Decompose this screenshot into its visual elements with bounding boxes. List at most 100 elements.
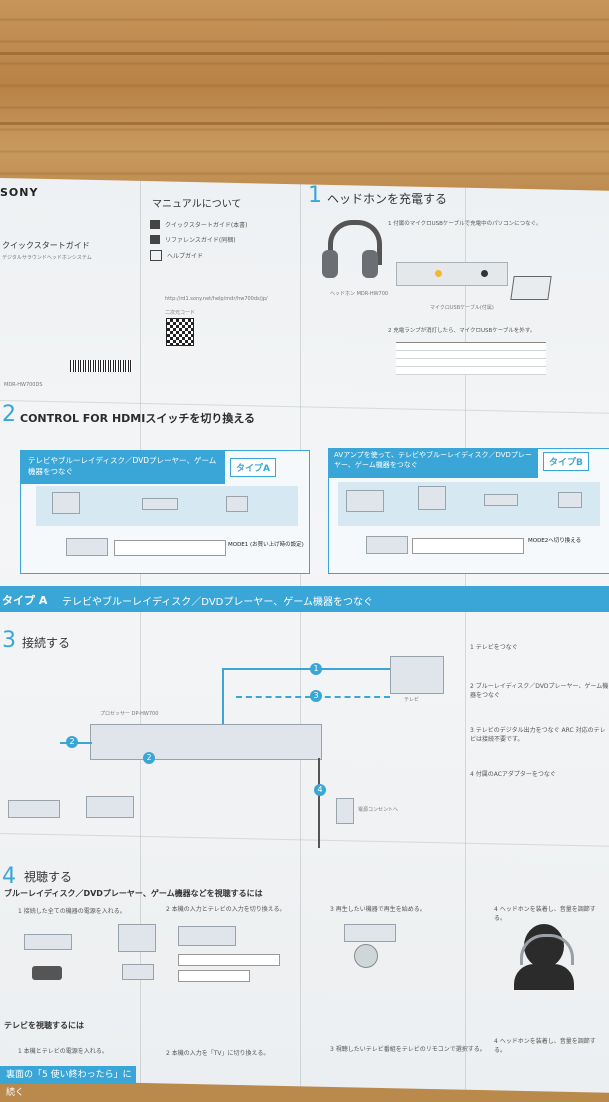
laptop-icon	[510, 276, 552, 300]
led-off-icon	[481, 270, 488, 277]
hdmi-cable-line	[222, 668, 224, 738]
section3-number: 3	[2, 628, 16, 653]
manual-item: クイックスタートガイド(本書)	[165, 222, 248, 229]
doc-subtitle: デジタルサラウンドヘッドホンシステム	[2, 255, 92, 261]
connection-legend: 1 テレビをつなぐ 2 ブルーレイディスク／DVDプレーヤー、ゲーム機器をつなぐ…	[470, 642, 609, 778]
section3-title: 接続する	[22, 636, 71, 650]
manual-heading: マニュアルについて	[152, 199, 242, 210]
typeB-badge: タイプB	[543, 452, 589, 471]
bluray-player-icon	[484, 494, 518, 506]
section4-title: 視聴する	[24, 870, 73, 884]
step-marker: 3	[310, 690, 322, 702]
connection-diagram: テレビ 1 3 プロセッサー DP-HW700 2 2 4 電源コンセントへ	[0, 650, 470, 855]
typeA-header: テレビやブルーレイディスク／DVDプレーヤー、ゲーム機器をつなぐ	[20, 450, 225, 484]
tv-watch-step: 1 本機とテレビの電源を入れる。	[18, 1048, 108, 1055]
person-with-headphones-illustration	[510, 924, 600, 990]
section1-title: ヘッドホンを充電する	[327, 192, 448, 206]
manual-item: ヘルプガイド	[167, 253, 204, 260]
brand-logo: SONY	[0, 186, 39, 199]
typeA-badge: タイプA	[230, 458, 276, 477]
step-marker: 1	[310, 663, 322, 675]
step-marker: 4	[314, 784, 326, 796]
help-url: http://rd1.sony.net/help/mdr/hw700ds/jp/	[165, 296, 268, 302]
doc-title: クイックスタートガイド	[2, 241, 90, 250]
typeA-devices	[36, 486, 298, 526]
legend-item: 4 付属のACアダプターをつなぐ	[470, 771, 556, 778]
watch-illustration-2	[168, 920, 318, 990]
section4-subtitle: ブルーレイディスク／DVDプレーヤー、ゲーム機器などを視聴するには	[4, 889, 263, 898]
input-selector	[178, 954, 280, 966]
led-on-icon	[435, 270, 442, 277]
section1-number: 1	[308, 183, 322, 208]
processor-icon	[66, 538, 108, 556]
typeB-header: AVアンプを使って、テレビやブルーレイディスク／DVDプレーヤー、ゲーム機器をつ…	[328, 448, 538, 478]
barcode	[70, 360, 132, 372]
tv-icon	[118, 924, 156, 952]
book-icon	[150, 220, 160, 229]
qr-label: 二次元コード	[165, 310, 196, 316]
game-console-icon	[226, 496, 248, 512]
tv-icon	[418, 486, 446, 510]
typeA-band-badge: タイプ A	[2, 594, 48, 607]
typeA-band-text: テレビやブルーレイディスク／DVDプレーヤー、ゲーム機器をつなぐ	[62, 597, 373, 608]
bluray-player-icon	[344, 924, 396, 942]
input-selector	[178, 970, 250, 982]
tv-label: テレビ	[404, 697, 420, 703]
tv-icon	[52, 492, 80, 514]
watch-step: 3 再生したい機器で再生を始める。	[330, 906, 426, 913]
typeA-band: タイプ A テレビやブルーレイディスク／DVDプレーヤー、ゲーム機器をつなぐ	[0, 586, 609, 612]
hdmi-cable-line	[222, 668, 390, 670]
ac-cable-line	[318, 758, 320, 848]
game-console-icon	[558, 492, 582, 508]
watch-step: 1 接続した全ての機器の電源を入れる。	[18, 908, 126, 915]
headphones-icon	[520, 934, 574, 965]
step-marker: 2	[143, 752, 155, 764]
section4-number: 4	[2, 864, 16, 889]
manual-item: リファレンスガイド(同梱)	[165, 237, 236, 244]
model-code: MDR-HW700DS	[4, 382, 43, 388]
section1-step2: 2 充電ランプが消灯したら、マイクロUSBケーブルを外す。	[388, 328, 536, 334]
section1-step1: 1 付属のマイクロUSBケーブルで充電中のパソコンにつなぐ。	[388, 221, 542, 227]
switch-graphic	[114, 540, 226, 556]
qr-code-icon	[166, 318, 194, 346]
step-marker: 2	[66, 736, 78, 748]
headphones-label: ヘッドホン MDR-HW700	[330, 291, 389, 297]
watch-illustration-3	[334, 920, 484, 990]
processor-icon	[366, 536, 408, 554]
game-console-icon	[122, 964, 154, 980]
mode2-label: MODE2へ切り換える	[528, 538, 582, 544]
usb-cable-label: マイクロUSBケーブル(付属)	[430, 305, 494, 311]
power-button-icon	[32, 966, 62, 980]
typeB-switch-row: MODE2へ切り換える	[338, 532, 600, 562]
legend-item: 2 ブルーレイディスク／DVDプレーヤー、ゲーム機器をつなぐ	[470, 683, 609, 699]
game-console-icon	[86, 796, 134, 818]
bluray-player-icon	[142, 498, 178, 510]
continue-to-back-note: 裏面の「5 使い終わったら」に続く	[0, 1066, 136, 1098]
section2-title: CONTROL FOR HDMIスイッチを切り換える	[20, 412, 256, 425]
web-icon	[150, 250, 162, 261]
switch-graphic	[412, 538, 524, 554]
disc-icon	[354, 944, 378, 968]
bluray-player-icon	[8, 800, 60, 818]
headphones-illustration	[322, 220, 382, 282]
charge-indicator	[396, 262, 508, 286]
tv-watch-heading: テレビを視聴するには	[4, 1021, 84, 1030]
processor-icon	[178, 926, 236, 946]
typeB-header-text: AVアンプを使って、テレビやブルーレイディスク／DVDプレーヤー、ゲーム機器をつ…	[334, 451, 532, 469]
tv-icon	[390, 656, 444, 694]
watch-step: 2 本機の入力とテレビの入力を切り換える。	[166, 906, 286, 913]
legend-item: 1 テレビをつなぐ	[470, 644, 518, 651]
tv-watch-step: 3 視聴したいテレビ番組をテレビのリモコンで選択する。	[330, 1046, 486, 1053]
watch-illustration-1	[18, 920, 158, 990]
bluray-player-icon	[24, 934, 72, 950]
section2-number: 2	[2, 402, 16, 427]
tv-watch-step: 4 ヘッドホンを装着し、音量を調節する。	[494, 1038, 596, 1054]
processor-label: プロセッサー DP-HW700	[100, 711, 159, 717]
typeA-switch-row: MODE1 (お買い上げ時の設定)	[36, 534, 304, 562]
book-icon	[150, 235, 160, 244]
typeA-header-text: テレビやブルーレイディスク／DVDプレーヤー、ゲーム機器をつなぐ	[28, 456, 217, 476]
manual-item-list: クイックスタートガイド(本書) リファレンスガイド(同梱) ヘルプガイド	[150, 220, 300, 261]
outlet-label: 電源コンセントへ	[358, 807, 399, 813]
mode1-label: MODE1 (お買い上げ時の設定)	[228, 542, 304, 548]
legend-item: 3 テレビのデジタル出力をつなぐ ARC 対応のテレビは接続不要です。	[470, 727, 606, 743]
